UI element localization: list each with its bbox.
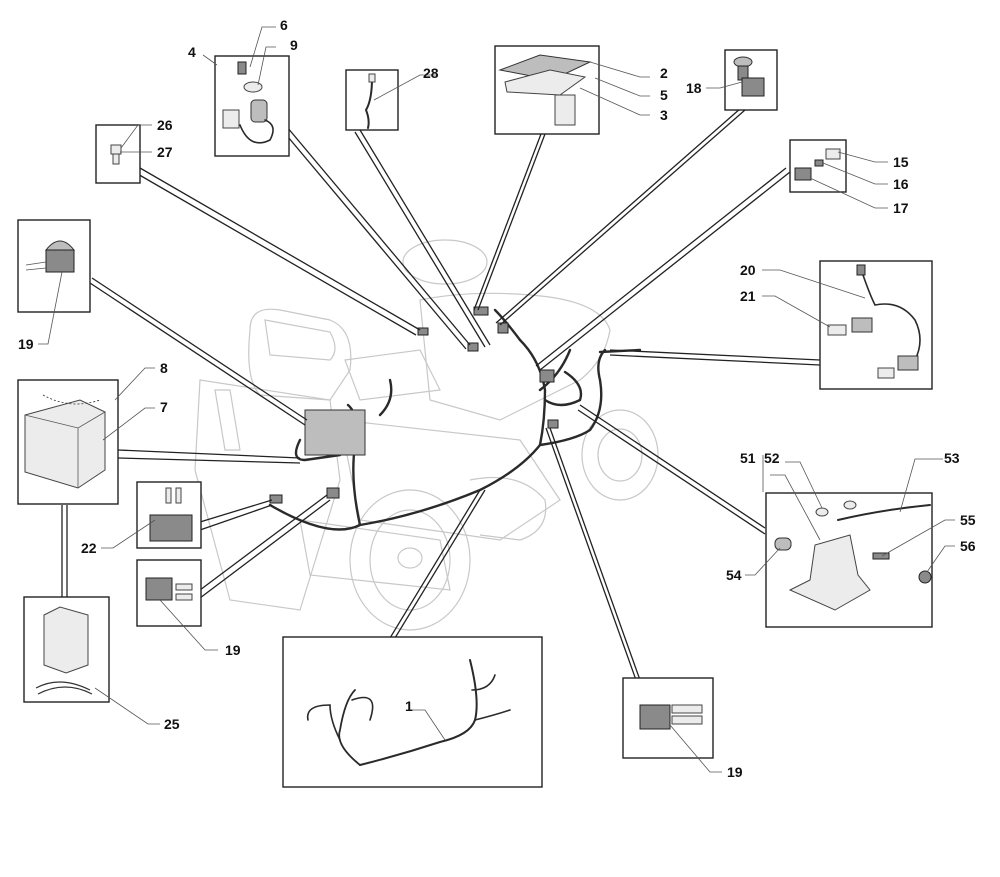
mower-outline — [194, 239, 659, 631]
box-sensor-cable[interactable] — [345, 69, 399, 131]
callout-55: 55 — [960, 512, 976, 528]
box-connector[interactable] — [789, 139, 847, 193]
callout-8: 8 — [160, 360, 168, 376]
callout-27: 27 — [157, 144, 173, 160]
callout-26: 26 — [157, 117, 173, 133]
callout-15: 15 — [893, 154, 909, 170]
callout-22: 22 — [81, 540, 97, 556]
box-rocker-switch-bottom[interactable] — [622, 677, 714, 759]
callout-3: 3 — [660, 107, 668, 123]
box-solenoid[interactable] — [765, 492, 933, 628]
box-battery[interactable] — [17, 379, 119, 505]
box-ignition[interactable] — [214, 55, 290, 157]
box-micro-switch[interactable] — [136, 481, 202, 549]
callout-19-lower: 19 — [225, 642, 241, 658]
callout-19-bottom: 19 — [727, 764, 743, 780]
callout-21: 21 — [740, 288, 756, 304]
callout-18: 18 — [686, 80, 702, 96]
callout-52: 52 — [764, 450, 780, 466]
callout-6: 6 — [280, 17, 288, 33]
link-lines — [61, 107, 821, 681]
box-control-board[interactable] — [494, 45, 600, 135]
callout-20: 20 — [740, 262, 756, 278]
callout-17: 17 — [893, 200, 909, 216]
callout-19-left: 19 — [18, 336, 34, 352]
callout-4: 4 — [188, 44, 196, 60]
box-headlight[interactable] — [819, 260, 933, 390]
callout-labels: 1 2 3 4 5 6 7 8 9 15 16 17 18 19 19 19 2… — [18, 17, 976, 780]
box-charger[interactable] — [23, 596, 110, 703]
callout-53: 53 — [944, 450, 960, 466]
box-harness[interactable] — [282, 636, 543, 788]
callout-7: 7 — [160, 399, 168, 415]
box-fuse[interactable] — [95, 124, 141, 184]
callout-51: 51 — [740, 450, 756, 466]
callout-2: 2 — [660, 65, 668, 81]
callout-54: 54 — [726, 567, 742, 583]
box-rocker-switch-lower[interactable] — [136, 559, 202, 627]
callout-5: 5 — [660, 87, 668, 103]
callout-9: 9 — [290, 37, 298, 53]
callout-56: 56 — [960, 538, 976, 554]
battery-on-mower — [304, 409, 366, 456]
leader-lines — [38, 26, 955, 773]
callout-1: 1 — [405, 698, 413, 714]
box-rocker-switch-left[interactable] — [17, 219, 91, 313]
callout-28: 28 — [423, 65, 439, 81]
box-push-switch[interactable] — [724, 49, 778, 111]
callout-16: 16 — [893, 176, 909, 192]
callout-25: 25 — [164, 716, 180, 732]
